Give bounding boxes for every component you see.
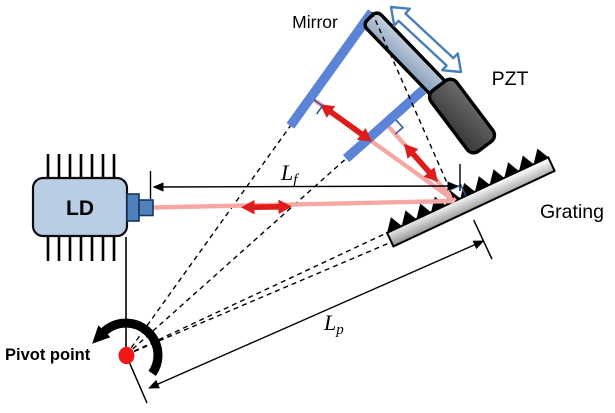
label-lf: Lf: [280, 160, 299, 188]
dimension-lp-heads: [148, 240, 485, 389]
pivot-assembly: Pivot point: [5, 318, 163, 376]
right-angle-mark-mirror1: [313, 99, 324, 115]
label-ld: LD: [66, 197, 94, 220]
pivot-construction-lines: [125, 125, 456, 356]
right-angle-mark-grating: [449, 184, 467, 197]
beam-arrow-horizontal: [241, 199, 292, 215]
label-grating: Grating: [540, 201, 604, 223]
dimension-lf: [149, 164, 461, 199]
right-angle-mark-mirror2: [394, 119, 404, 135]
beam-ld-to-grating: [151, 198, 456, 210]
dashed-line-pivot-to-mirror2: [125, 158, 347, 356]
grating-assembly: [385, 148, 556, 248]
ld-heatsink-fins: [46, 154, 116, 261]
right-angle-marks: [313, 99, 467, 197]
pzt-actuator: [363, 11, 497, 155]
label-pivot-point: Pivot point: [5, 346, 91, 364]
label-lp: Lp: [323, 310, 344, 338]
lf-arrowhead-right: [447, 181, 459, 191]
pivot-rotation-arrowhead: [92, 325, 111, 344]
dashed-line-pivot-to-grating-end: [125, 242, 389, 356]
beam-direction-arrows: [241, 104, 438, 215]
ld-connector-nozzle: [138, 199, 154, 217]
dimension-lf-heads: [152, 181, 459, 192]
pivot-dot: [118, 346, 135, 365]
lp-arrowhead-right: [472, 240, 485, 250]
dashed-line-pivot-to-mirror1: [125, 125, 291, 356]
beam-arrow-mirror1: [320, 104, 373, 142]
label-pzt: PZT: [492, 68, 529, 90]
label-mirror: Mirror: [292, 12, 338, 32]
grating-teeth: [387, 148, 549, 233]
dashed-line-mirror-to-grating-point: [371, 11, 456, 202]
lf-arrowhead-left: [152, 182, 164, 192]
lp-tick-right: [473, 219, 493, 260]
lp-line: [151, 241, 482, 388]
beam-arrow-mirror2: [404, 143, 438, 182]
lp-tick-left: [126, 356, 148, 404]
laser-diode-assembly: LD: [31, 154, 154, 350]
lp-arrowhead-left: [148, 379, 160, 389]
ld-connector-flange: [126, 193, 140, 222]
pzt-motion-arrow: [389, 5, 463, 74]
mirror-position-1: [286, 9, 376, 129]
mirror-position-2: [342, 86, 427, 163]
pzt-handle: [427, 77, 497, 155]
pivot-rotation-arc: [100, 318, 163, 376]
lf-line: [153, 185, 458, 188]
dimension-lp: [126, 219, 493, 404]
dashed-line-pivot-to-grating-point: [125, 200, 456, 356]
